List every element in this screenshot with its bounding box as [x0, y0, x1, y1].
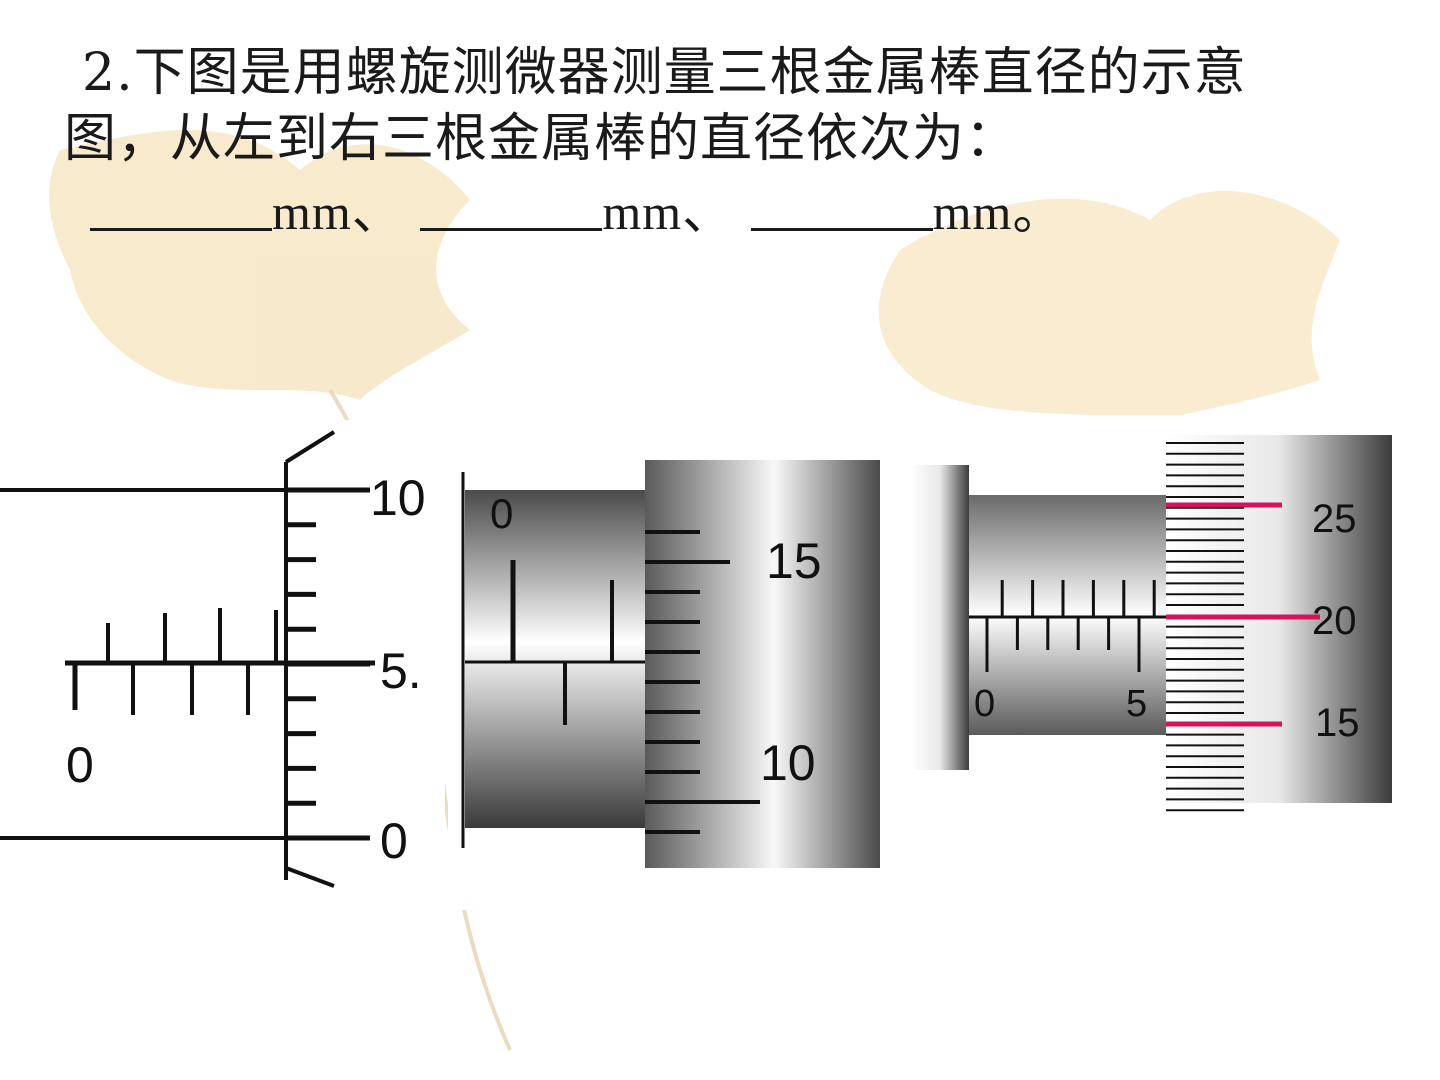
maple-leaf-right-icon — [878, 191, 1340, 420]
answer-blank-1[interactable] — [90, 172, 272, 231]
micrometer-diagrams: 10 5. 0 0 0 15 10 — [0, 415, 1400, 910]
answer-blank-3[interactable] — [750, 172, 933, 231]
middle-thimble-ticks — [645, 530, 760, 834]
unit-3: mm。 — [932, 184, 1064, 240]
question-line-2: 图，从左到右三根金属棒的直径依次为： — [64, 109, 1019, 169]
unit-2: mm、 — [602, 184, 734, 240]
left-sleeve-label-0: 0 — [66, 737, 94, 793]
micrometer-middle — [448, 450, 884, 910]
right-sleeve-label-5: 5 — [1126, 683, 1147, 725]
micrometer-left — [0, 420, 445, 900]
answer-blanks: mm、 mm、 mm。 — [64, 172, 1394, 245]
left-thimble-label-10: 10 — [370, 470, 426, 526]
answer-blank-2[interactable] — [420, 172, 603, 231]
right-thimble-label-20: 20 — [1312, 599, 1357, 643]
unit-1: mm、 — [272, 184, 403, 240]
left-thimble-ticks — [286, 487, 370, 841]
right-sleeve-label-0: 0 — [974, 683, 995, 725]
question-text: 2.下图是用螺旋测微器测量三根金属棒直径的示意 图，从左到右三根金属棒的直径依次… — [64, 40, 1394, 245]
middle-thimble-label-15: 15 — [766, 533, 822, 589]
middle-sleeve-label-0: 0 — [490, 490, 513, 537]
right-thimble-label-25: 25 — [1312, 497, 1357, 541]
left-thimble-label-5: 5. — [380, 643, 422, 699]
middle-thimble-label-10: 10 — [760, 735, 816, 791]
right-sleeve-ticks — [985, 580, 1156, 672]
micrometer-right — [900, 415, 1400, 815]
right-thimble-label-15: 15 — [1315, 701, 1360, 745]
left-thimble-label-0: 0 — [380, 813, 408, 869]
question-line-1: 2.下图是用螺旋测微器测量三根金属棒直径的示意 — [82, 43, 1247, 103]
